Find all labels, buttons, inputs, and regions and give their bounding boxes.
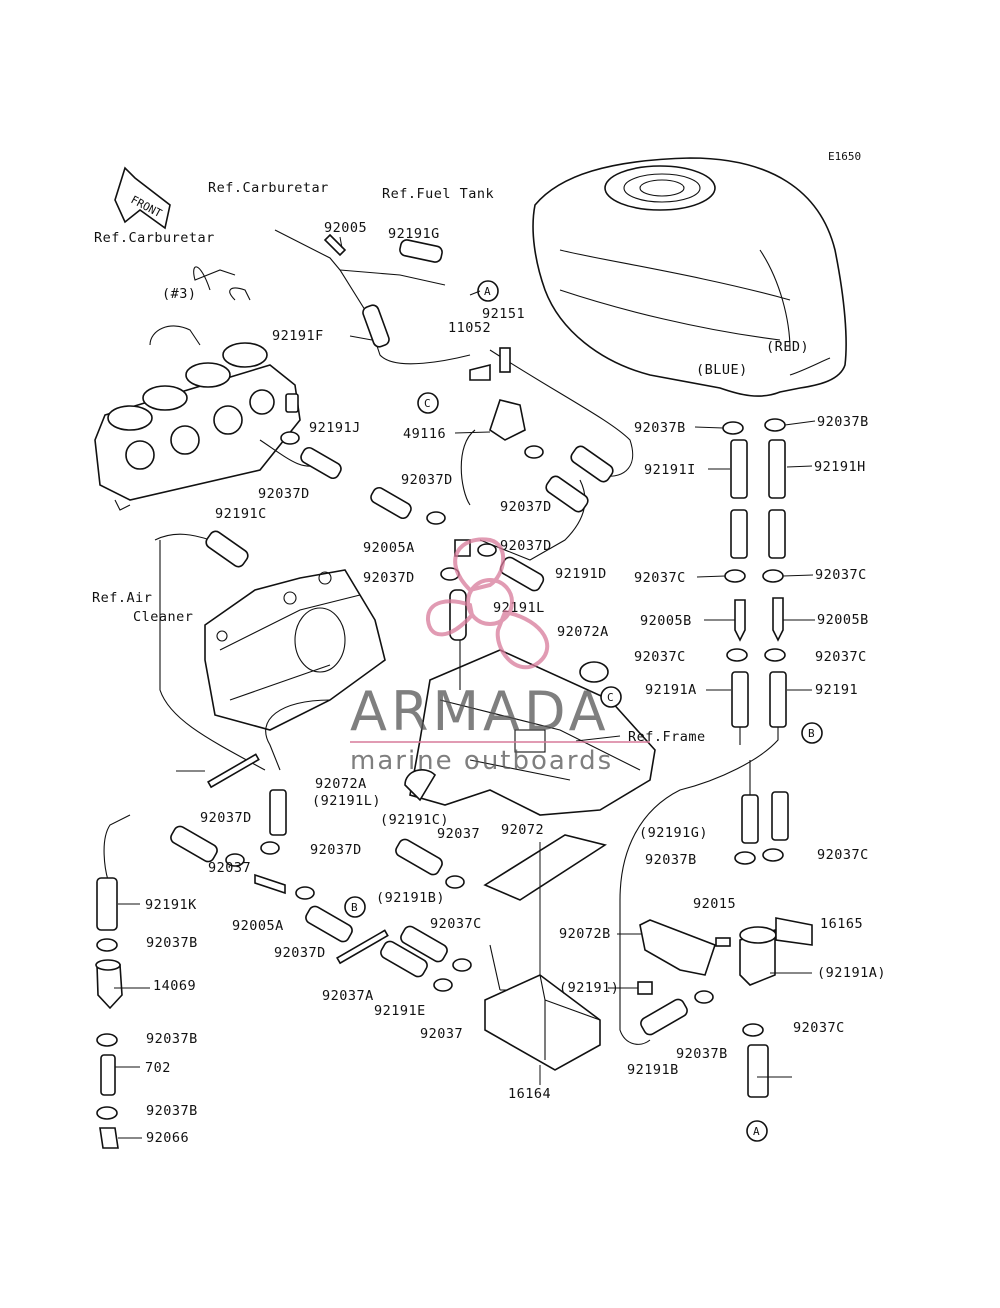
part-label: 92072A [557,624,609,640]
part-label: 92037B [146,1031,198,1047]
watermark-tagline: marine outboards [350,746,613,776]
part-label: 92066 [146,1130,189,1146]
part-label: 16165 [820,916,863,932]
carburetor-assembly [94,266,301,511]
ref-air-cleaner-line1: Ref.Air [92,590,152,606]
part-label: 92037C [430,916,482,932]
propeller-logo [425,537,550,670]
ref-carb-3: (#3) [162,286,197,302]
part-label: 92037D [500,538,552,554]
part-label: 92191B [627,1062,679,1078]
part-label: 92037C [815,567,867,583]
marker-c-left: C [424,397,431,410]
part-label: 92037B [817,414,869,430]
marker-a-top: A [484,285,491,298]
part-label: 92037D [274,945,326,961]
part-label: 92037B [146,1103,198,1119]
marker-a-bottom: A [753,1125,760,1138]
part-label: 92037D [500,499,552,515]
part-label: 92037D [363,570,415,586]
ref-air-cleaner-line2: Cleaner [133,609,193,625]
part-label: 92037C [634,570,686,586]
part-label: 92191E [374,1003,426,1019]
part-label: 92005B [640,613,692,629]
watermark: ARMADA marine outboards [350,537,650,776]
part-label: 702 [145,1060,171,1076]
ref-blue: (BLUE) [696,362,748,378]
part-label: 92037B [676,1046,728,1062]
part-label: 92191D [555,566,607,582]
part-label: 92037B [634,420,686,436]
part-label: 92015 [693,896,736,912]
part-label: 92191C [215,506,267,522]
leader-lines [114,236,816,1139]
part-label: 92037D [310,842,362,858]
part-label: 92151 [482,306,525,322]
part-label: 92037D [401,472,453,488]
part-label: 92005B [817,612,869,628]
part-label: 92005 [324,220,367,236]
marker-c-frame: C [607,691,614,704]
part-label: 92037C [634,649,686,665]
ref-red: (RED) [766,339,809,355]
components [95,661,813,1071]
part-label: 16164 [508,1086,551,1102]
part-label: 92005A [363,540,415,556]
connection-markers: A C C B B A [344,280,823,1142]
part-label: (92191) [559,980,619,996]
part-label: 92037 [420,1026,463,1042]
part-label: 92037D [200,810,252,826]
part-label: 92191L [493,600,545,616]
part-label: 92191F [272,328,324,344]
ref-carburetor-left: Ref.Carburetar [94,230,215,246]
part-label: 92037A [322,988,374,1004]
part-label: (92191L) [312,793,381,809]
part-label: 11052 [448,320,491,336]
clamps-and-fittings [96,233,786,1149]
ref-fuel-tank: Ref.Fuel Tank [382,186,494,202]
part-label: 92191G [388,226,440,242]
part-label: 14069 [153,978,196,994]
part-label: 92191 [815,682,858,698]
part-label: 92037 [437,826,480,842]
part-label: (92191G) [639,825,708,841]
hoses [96,239,789,1098]
part-label: 92191I [644,462,696,478]
marker-b-left: B [351,901,358,914]
part-label: (92191B) [376,890,445,906]
watermark-brand: ARMADA [350,680,610,743]
part-label: 92037B [645,852,697,868]
part-label: 92037D [258,486,310,502]
reference-labels: Ref.Carburetar Ref.Fuel Tank Ref.Carbure… [92,150,861,745]
diagram-id: E1650 [828,150,861,163]
part-label: 49116 [403,426,446,442]
part-label: 92191K [145,897,197,913]
part-label: 92037B [146,935,198,951]
part-label: 92037C [793,1020,845,1036]
air-cleaner [204,569,386,731]
part-label: 92191H [814,459,866,475]
part-label: 92037C [817,847,869,863]
marker-b-right: B [808,727,815,740]
part-label: (92191A) [817,965,886,981]
part-label: 92072B [559,926,611,942]
front-arrow: FRONT [114,166,171,230]
part-label: 92037 [208,860,251,876]
part-label: 92072A [315,776,367,792]
part-labels: 92005 92191G 92151 11052 92191F 49116 92… [145,220,886,1146]
part-label: 92005A [232,918,284,934]
part-label: (92191C) [380,812,449,828]
part-label: 92191A [645,682,697,698]
part-label: 92072 [501,822,544,838]
part-label: 92191J [309,420,361,436]
part-label: 92037C [815,649,867,665]
fuel-tank [532,157,847,397]
ref-carburetor-top: Ref.Carburetar [208,180,329,196]
